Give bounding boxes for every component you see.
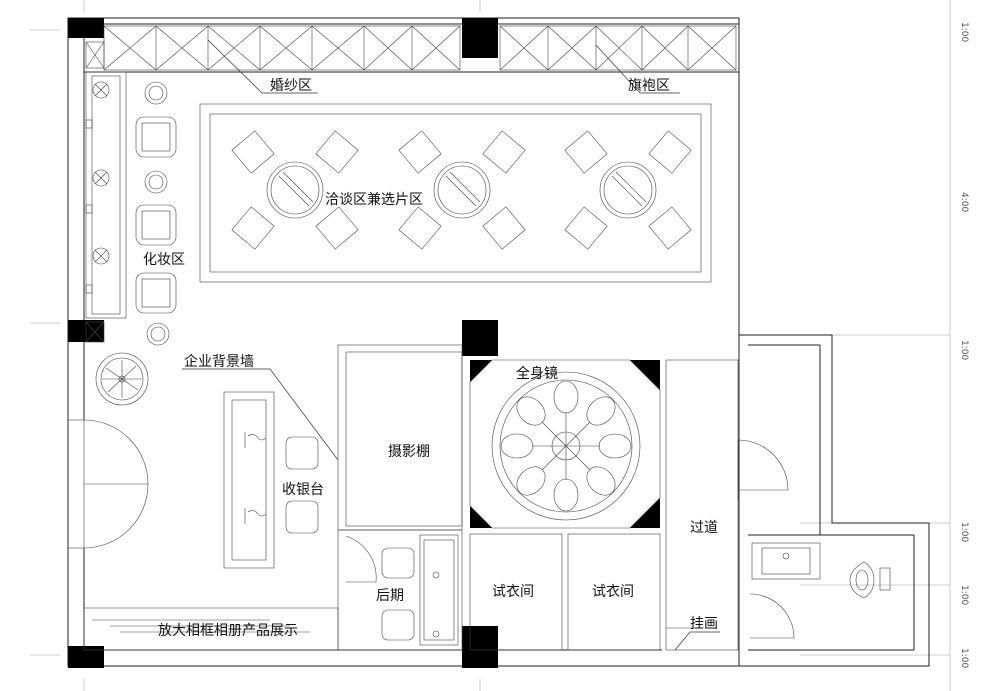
cashier-label: 收银台 (282, 482, 324, 498)
svg-text:1:00: 1:00 (959, 585, 969, 605)
decor-plant (95, 352, 149, 406)
consult-area-label: 洽谈区兼选片区 (325, 192, 423, 208)
studio-label: 摄影棚 (388, 444, 430, 460)
restroom (749, 542, 891, 639)
cashier-desk (223, 391, 319, 569)
svg-text:4:00: 4:00 (959, 192, 969, 212)
fitting-room-2-label: 试衣间 (592, 584, 634, 600)
fitting-rooms (469, 533, 661, 651)
columns (68, 18, 498, 668)
svg-text:1:00: 1:00 (959, 22, 969, 42)
painting-label: 挂画 (690, 616, 718, 632)
makeup-chairs (135, 81, 177, 346)
corridor (665, 359, 789, 651)
display-shelf (83, 607, 339, 651)
svg-text:1:00: 1:00 (959, 522, 969, 542)
studio-room (337, 344, 463, 531)
makeup-area-label: 化妆区 (143, 252, 185, 268)
svg-text:1:00: 1:00 (959, 340, 969, 360)
bridal-rack (85, 25, 461, 71)
post-label: 后期 (376, 588, 404, 604)
outer-walls (67, 17, 930, 667)
entrance-door (68, 419, 149, 549)
post-room (337, 529, 463, 651)
bridal-area-label: 婚纱区 (270, 78, 312, 94)
dimension-marks: 1:00 4:00 1:00 1:00 1:00 1:00 (959, 22, 969, 668)
mirror-label: 全身镜 (516, 365, 558, 382)
corridor-label: 过道 (690, 520, 718, 536)
brand-wall-label: 企业背景墙 (184, 353, 254, 370)
display-label: 放大相框相册产品展示 (158, 623, 298, 639)
svg-text:1:00: 1:00 (959, 648, 969, 668)
makeup-counter (85, 71, 127, 343)
mirror-hall (469, 359, 661, 529)
consult-tables (231, 130, 692, 250)
fitting-room-1-label: 试衣间 (492, 584, 534, 600)
mirror-corners (470, 360, 660, 528)
consult-area (199, 103, 712, 283)
qipao-rack (499, 25, 737, 71)
qipao-area-label: 旗袍区 (628, 78, 670, 94)
